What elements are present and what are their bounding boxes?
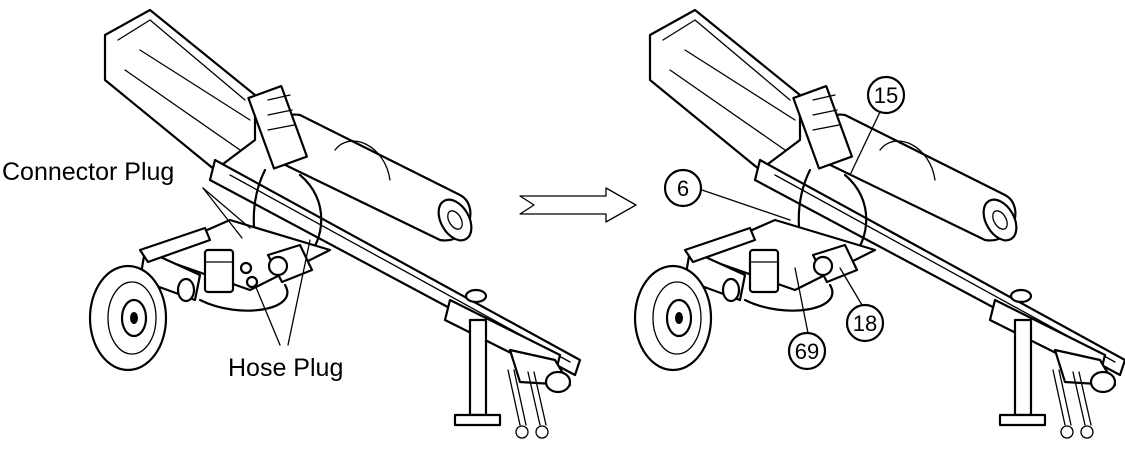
callout-15-circle <box>866 75 906 115</box>
hose-plug-leader-1 <box>254 284 281 346</box>
connector-plug-leader-1 <box>202 187 243 239</box>
splitter-after-diagram: 6 15 18 69 <box>633 8 1125 440</box>
callout-69-number: 69 <box>795 339 819 364</box>
callout-15-number: 15 <box>874 83 898 108</box>
hose-plug-label: Hose Plug <box>228 354 343 382</box>
callout-69-circle <box>787 331 827 371</box>
callout-18-number: 18 <box>853 311 877 336</box>
callout-6-circle <box>663 168 703 208</box>
callout-15-leader <box>849 111 881 176</box>
connector-plug-part <box>239 261 253 275</box>
splitter-before-diagram: Connector Plug Hose Plug <box>2 8 582 440</box>
callout-6-number: 6 <box>677 176 689 201</box>
transition-arrow <box>519 187 637 223</box>
hose-plug-leader-2 <box>287 239 311 346</box>
callout-18-leader <box>839 267 863 306</box>
callout-18-circle <box>845 303 885 343</box>
connector-plug-leader-2 <box>202 187 251 229</box>
connector-plug-label: Connector Plug <box>2 158 174 186</box>
callout-6-leader <box>701 189 791 221</box>
callout-69-leader <box>794 267 809 334</box>
connector-plug-part <box>245 275 259 289</box>
